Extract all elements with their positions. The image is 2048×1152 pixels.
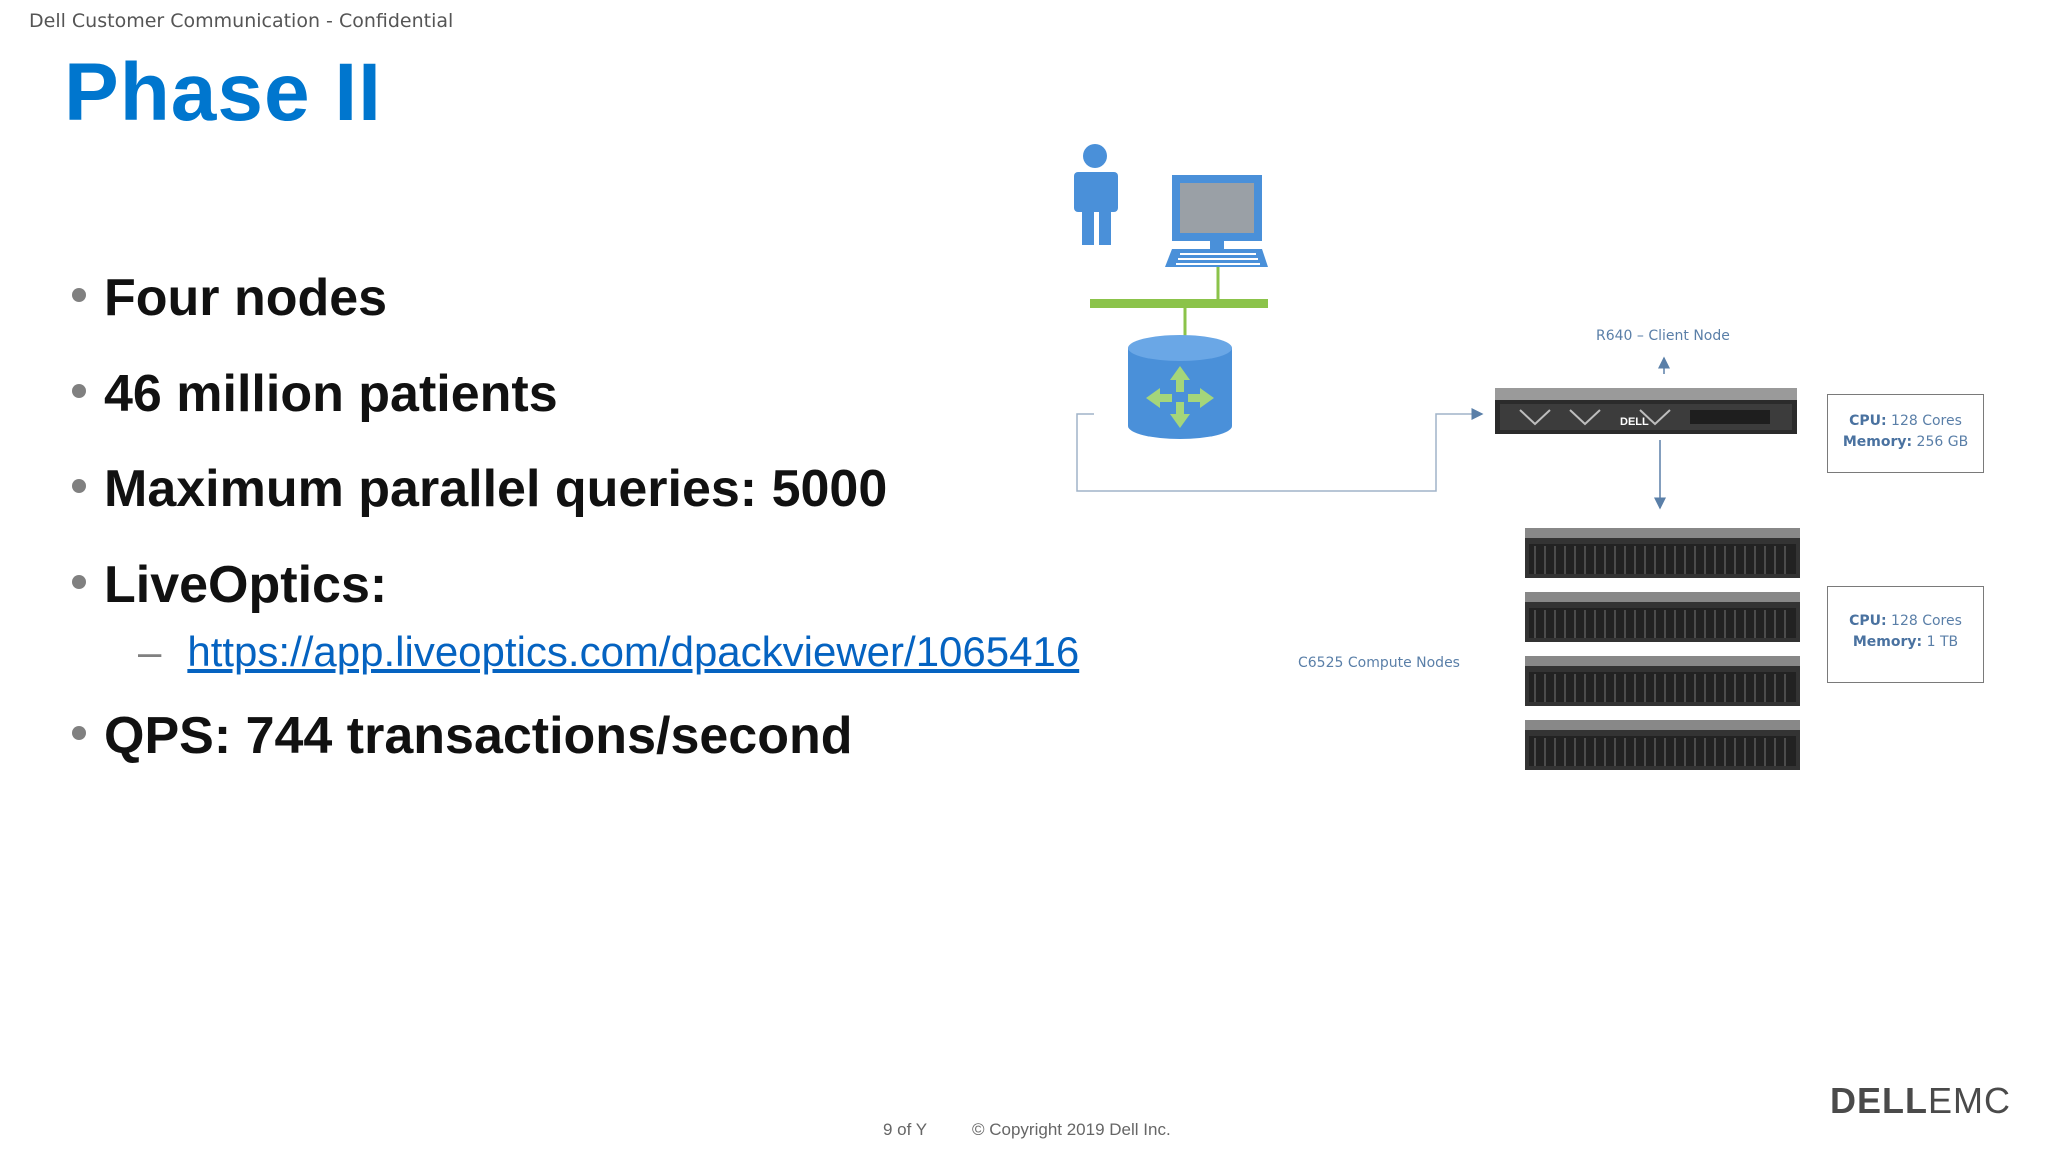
compute-server-icon (1525, 528, 1800, 578)
client-cpu-label: CPU: (1849, 413, 1887, 429)
bullet-dot-icon (72, 479, 86, 494)
dell-emc-logo: DELLEMC (1830, 1080, 2011, 1122)
user-icon (1074, 144, 1118, 245)
bullet-dot-icon (72, 384, 86, 399)
client-cpu-value: 128 Cores (1886, 413, 1962, 429)
compute-memory-label: Memory: (1852, 634, 1923, 650)
client-cpu-line: CPU: 128 Cores (1828, 411, 1983, 432)
sub-bullet-item: –https://app.liveoptics.com/dpackviewer/… (138, 628, 1079, 676)
bullet-dot-icon (72, 575, 86, 590)
bullet-text: Four nodes (104, 269, 388, 327)
compute-cpu-value: 128 Cores (1886, 613, 1962, 629)
network-bar (1090, 299, 1268, 308)
database-router-icon (1128, 335, 1232, 439)
bullet-item: Four nodes (72, 268, 387, 328)
compute-memory-value: 1 TB (1922, 634, 1959, 650)
client-memory-line: Memory: 256 GB (1828, 432, 1983, 453)
compute-memory-line: Memory: 1 TB (1828, 632, 1983, 653)
bullet-dot-icon (72, 726, 86, 741)
compute-server-icon (1525, 592, 1800, 642)
confidential-label: Dell Customer Communication - Confidenti… (29, 10, 454, 32)
bullet-text: LiveOptics: (104, 556, 388, 614)
bullet-item: LiveOptics: (72, 555, 387, 615)
connection-line (1076, 408, 1484, 492)
logo-dell-text: DELL (1830, 1080, 1928, 1121)
bullet-item: QPS: 744 transactions/second (72, 706, 853, 766)
slide-title: Phase II (64, 47, 382, 138)
bullet-dot-icon (72, 288, 86, 303)
dash-icon: – (138, 628, 162, 675)
client-memory-label: Memory: (1842, 434, 1913, 450)
bullet-text: 46 million patients (104, 365, 558, 423)
liveoptics-link[interactable]: https://app.liveoptics.com/dpackviewer/1… (187, 628, 1080, 675)
client-node-label: R640 – Client Node (1596, 328, 1730, 344)
server-brand-label: DELL (1620, 416, 1649, 428)
bullet-text: QPS: 744 transactions/second (104, 707, 853, 765)
compute-server-icon (1525, 656, 1800, 706)
compute-cpu-label: CPU: (1849, 613, 1887, 629)
copyright: © Copyright 2019 Dell Inc. (972, 1120, 1171, 1139)
bullet-item: Maximum parallel queries: 5000 (72, 459, 887, 519)
logo-emc-text: EMC (1928, 1080, 2011, 1121)
page-number: 9 of Y (883, 1120, 928, 1139)
client-spec-box: CPU: 128 Cores Memory: 256 GB (1827, 394, 1984, 473)
bullet-item: 46 million patients (72, 364, 558, 424)
client-server-icon (1495, 388, 1797, 434)
client-memory-value: 256 GB (1912, 434, 1969, 450)
bullet-text: Maximum parallel queries: 5000 (104, 460, 888, 518)
compute-server-icon (1525, 720, 1800, 770)
compute-spec-box: CPU: 128 Cores Memory: 1 TB (1827, 586, 1984, 683)
workstation-icon (1165, 175, 1268, 267)
compute-cpu-line: CPU: 128 Cores (1828, 611, 1983, 632)
compute-nodes-label: C6525 Compute Nodes (1298, 655, 1460, 671)
